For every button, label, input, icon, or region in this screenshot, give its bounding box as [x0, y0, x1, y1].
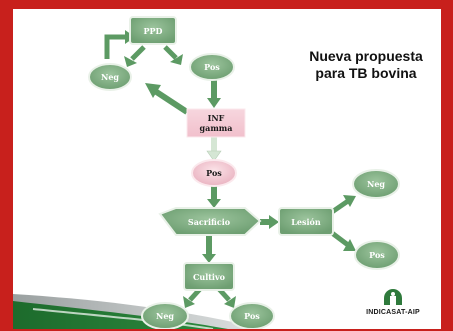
- slide-title-line1: Nueva propuesta: [309, 48, 423, 64]
- node-pos-mid-label: Pos: [206, 168, 222, 178]
- node-ppd-label: PPD: [144, 26, 163, 36]
- node-neg-top-label: Neg: [101, 72, 119, 82]
- arrow-lesion-to-neg: [330, 198, 350, 215]
- node-neg-right-label: Neg: [367, 179, 385, 189]
- arrow-ppd-to-neg: [130, 45, 146, 61]
- node-ppd: [129, 16, 177, 45]
- arrow-sacrificio-to-lesion-head: [269, 215, 279, 229]
- arrow-neg-to-ppd: [104, 34, 126, 59]
- arrow-inf-to-pos-head: [206, 150, 222, 162]
- arrow-lesion-to-neg-head: [343, 195, 356, 207]
- arrow-cultivo-to-pos-head: [224, 296, 236, 308]
- arrow-inf-to-neg-head: [145, 83, 161, 98]
- arrow-ppd-to-neg-head: [124, 56, 137, 67]
- arrow-lesion-to-pos: [330, 231, 350, 247]
- arrow-pos-to-sacrificio-head: [207, 199, 221, 208]
- node-sacrificio: [158, 207, 262, 236]
- node-pos-right: [354, 240, 400, 270]
- node-sacrificio-label: Sacrificio: [188, 217, 231, 227]
- node-pos-top-label: Pos: [204, 62, 220, 72]
- flowchart: PPD Neg Pos INF gamma Pos Sacrificio Les…: [13, 16, 423, 329]
- node-neg-bottom: [141, 302, 189, 329]
- arrow-ppd-to-pos-head: [170, 54, 183, 65]
- node-neg-right: [352, 169, 400, 199]
- arrow-ppd-to-pos: [163, 45, 178, 60]
- node-inf-line2: gamma: [200, 123, 233, 133]
- node-lesion-label: Lesión: [291, 217, 321, 227]
- node-pos-mid: [191, 159, 237, 187]
- node-neg-bottom-label: Neg: [156, 311, 174, 321]
- node-pos-bottom-label: Pos: [244, 311, 260, 321]
- indicasat-logo-icon: [384, 289, 402, 305]
- node-cultivo: [183, 262, 235, 291]
- slide-panel: PPD Neg Pos INF gamma Pos Sacrificio Les…: [13, 9, 441, 329]
- indicasat-logo-text: INDICASAT-AIP: [366, 309, 420, 316]
- arrow-pos-to-inf-head: [207, 98, 221, 108]
- node-cultivo-label: Cultivo: [193, 272, 226, 282]
- node-pos-top: [189, 53, 235, 81]
- arrow-sacrificio-to-cultivo-head: [202, 254, 216, 263]
- arrow-cultivo-to-neg-head: [183, 296, 195, 308]
- node-pos-bottom: [229, 302, 275, 329]
- node-neg-top: [88, 63, 132, 91]
- slide-title-line2: para TB bovina: [315, 65, 416, 81]
- node-lesion: [278, 207, 334, 236]
- decorative-swoosh-white: [32, 308, 214, 329]
- node-inf-line1: INF: [208, 113, 225, 123]
- arrow-lesion-to-pos-head: [343, 239, 356, 251]
- node-pos-right-label: Pos: [369, 250, 385, 260]
- arrow-inf-to-neg: [153, 88, 189, 115]
- node-inf-gamma: [186, 108, 246, 138]
